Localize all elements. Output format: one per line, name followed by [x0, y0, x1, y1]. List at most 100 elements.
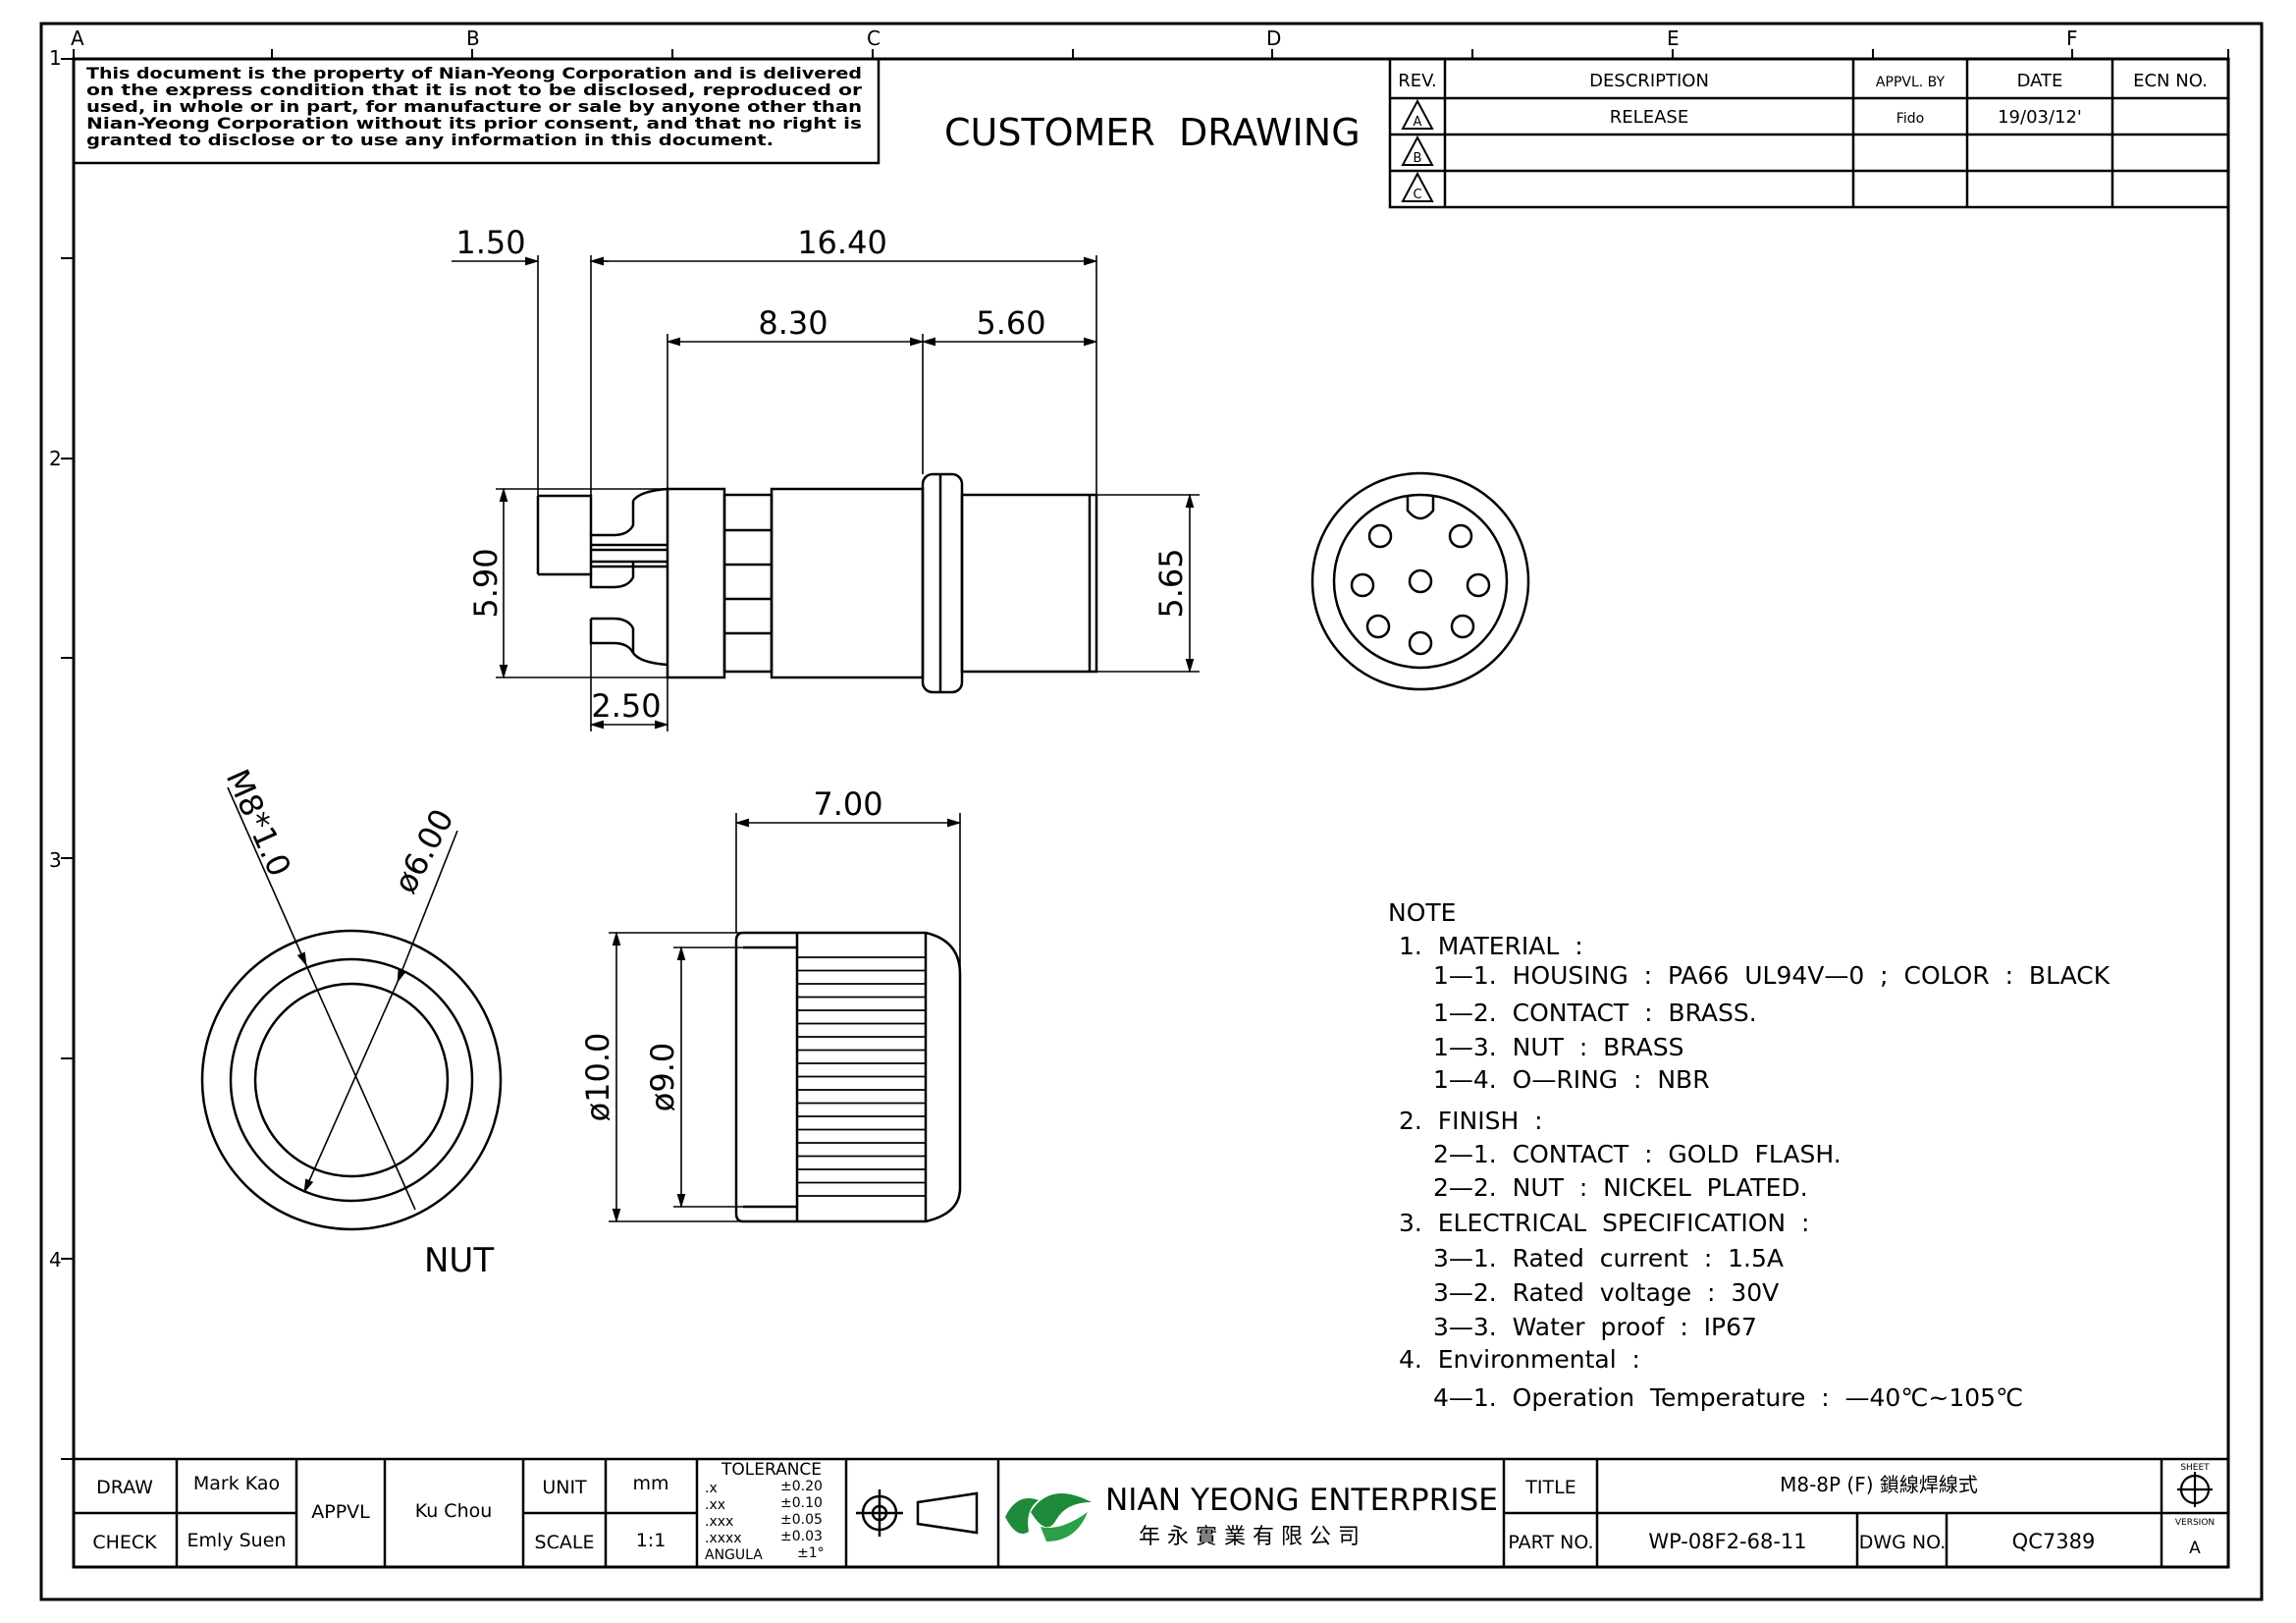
zone-numbers: 1 2 3 4: [49, 46, 62, 1271]
sheet-label: SHEET: [2180, 1463, 2210, 1473]
date-header: DATE: [2017, 71, 2063, 91]
notice-box: [72, 57, 881, 165]
nut-knurl: [797, 956, 926, 1197]
check-name: Emly Suen: [187, 1530, 287, 1551]
zone-letter-c: C: [867, 27, 881, 50]
revision-rows: A B C RELEASE Fido 19/03/12': [1413, 107, 2081, 202]
tol-val: ±0.03: [780, 1529, 823, 1544]
version-value: A: [2189, 1539, 2201, 1558]
title-block-text: DRAW Mark Kao CHECK Emly Suen APPVL Ku C…: [92, 1460, 822, 1553]
notice-line: Nian-Yeong Corporation without its prior…: [86, 114, 862, 133]
outer-border: [39, 22, 2264, 1601]
notice-line: granted to disclose or to use any inform…: [86, 131, 774, 149]
tol-val: ±0.20: [780, 1479, 823, 1494]
dim-5-60: 5.60: [976, 304, 1045, 342]
rev-letter: C: [1413, 188, 1421, 202]
zone-letter-a: A: [71, 27, 84, 50]
tol-key: .xxx: [705, 1514, 733, 1530]
revision-table: [1388, 57, 2230, 209]
title-label: TITLE: [1524, 1477, 1575, 1498]
tol-key: ANGULA: [705, 1547, 763, 1563]
tol-val: ±1°: [797, 1545, 825, 1561]
pin-hole: [1350, 572, 1375, 598]
dwg-value: QC7389: [2012, 1530, 2096, 1553]
note-line: 3—2. Rated voltage : 30V: [1433, 1278, 1779, 1307]
dim-m8-thread: M8*1.0: [219, 764, 298, 882]
dim-2-50: 2.50: [591, 687, 661, 725]
unit-label: UNIT: [542, 1477, 587, 1498]
part-value: WP-08F2-68-11: [1648, 1530, 1806, 1553]
projection-symbol-icon: [856, 1489, 979, 1537]
front-pin-view: [1310, 471, 1530, 691]
dim-5-65: 5.65: [1152, 548, 1190, 618]
side-view-dimension-labels: 1.50 16.40 8.30 5.60 2.50 5.90 5.65: [455, 224, 1190, 725]
rev-letter: A: [1414, 115, 1422, 130]
dim-16-40: 16.40: [797, 224, 887, 261]
zone-ticks: [61, 49, 2229, 1460]
tol-key: .xxxx: [705, 1531, 742, 1546]
note-line: 1—3. NUT : BRASS: [1433, 1033, 1683, 1061]
note-line: 4. Environmental :: [1399, 1345, 1640, 1374]
title-block-grid: [72, 1457, 2230, 1569]
check-label: CHECK: [92, 1532, 157, 1553]
dim-dia-10: ø10.0: [579, 1033, 616, 1122]
company-chinese-name: 年 永 實 業 有 限 公 司: [1139, 1525, 1360, 1549]
nut-side-dimensions: [609, 813, 962, 1223]
part-label: PART NO.: [1508, 1532, 1593, 1553]
note-line: 2—1. CONTACT : GOLD FLASH.: [1433, 1140, 1842, 1168]
zone-number-1: 1: [49, 46, 62, 70]
note-line: 4—1. Operation Temperature : —40℃~105℃: [1433, 1383, 2023, 1412]
tol-val: ±0.05: [780, 1512, 823, 1528]
dwg-label: DWG NO.: [1859, 1532, 1947, 1553]
revision-markers: [1401, 98, 1434, 202]
zone-number-4: 4: [49, 1248, 62, 1271]
zone-number-3: 3: [49, 848, 62, 872]
rev-approved: Fido: [1896, 111, 1924, 127]
tol-val: ±0.10: [780, 1495, 823, 1511]
scale-value: 1:1: [636, 1530, 667, 1551]
note-line: 1—2. CONTACT : BRASS.: [1433, 999, 1757, 1027]
pin-hole: [1466, 572, 1491, 598]
dim-8-30: 8.30: [758, 304, 828, 342]
dim-1-50: 1.50: [455, 224, 525, 261]
note-line: 2. FINISH :: [1399, 1107, 1543, 1135]
unit-value: mm: [632, 1473, 668, 1494]
pin-hole: [1408, 568, 1433, 594]
zone-letter-f: F: [2066, 27, 2078, 50]
appvl-label: APPVL: [311, 1501, 370, 1523]
sheet-target-icon: [2177, 1472, 2213, 1507]
appvl-header: APPVL. BY: [1876, 75, 1946, 90]
side-view: [536, 472, 1098, 694]
side-view-dimensions: [452, 255, 1200, 731]
tol-key: .x: [705, 1481, 718, 1496]
description-header: DESCRIPTION: [1589, 71, 1709, 91]
zone-letter-b: B: [466, 27, 480, 50]
notice-text: This document is the property of Nian-Ye…: [86, 64, 862, 149]
pin-hole: [1448, 523, 1473, 549]
zone-letters: A B C D E F: [71, 27, 2078, 50]
notes-block: NOTE 1. MATERIAL : 1—1. HOUSING : PA66 U…: [1388, 898, 2110, 1412]
tol-key: .xx: [705, 1497, 725, 1513]
zone-number-2: 2: [49, 447, 62, 470]
note-line: 3. ELECTRICAL SPECIFICATION :: [1399, 1209, 1809, 1237]
company-logo-icon: [1005, 1493, 1092, 1542]
dim-7-00: 7.00: [813, 785, 882, 823]
notice-line: This document is the property of Nian-Ye…: [86, 64, 862, 82]
note-line: 1. MATERIAL :: [1399, 932, 1583, 960]
notice-line: used, in whole or in part, for manufactu…: [86, 97, 862, 116]
nut-end-view: [200, 929, 503, 1231]
zone-letter-d: D: [1266, 27, 1281, 50]
note-line: 3—1. Rated current : 1.5A: [1433, 1244, 1784, 1272]
pin-hole: [1365, 614, 1391, 639]
company-name: NIAN YEONG ENTERPRISE: [1105, 1483, 1498, 1518]
pin-hole: [1367, 523, 1393, 549]
note-line: 3—3. Water proof : IP67: [1433, 1313, 1757, 1341]
notice-line: on the express condition that it is not …: [86, 81, 862, 99]
nut-side-labels: 7.00 ø10.0 ø9.0: [579, 785, 883, 1121]
scale-label: SCALE: [535, 1532, 595, 1553]
zone-letter-e: E: [1667, 27, 1680, 50]
ecn-header: ECN NO.: [2133, 71, 2208, 91]
rev-letter: B: [1414, 151, 1422, 166]
rev-header: REV.: [1398, 71, 1437, 91]
